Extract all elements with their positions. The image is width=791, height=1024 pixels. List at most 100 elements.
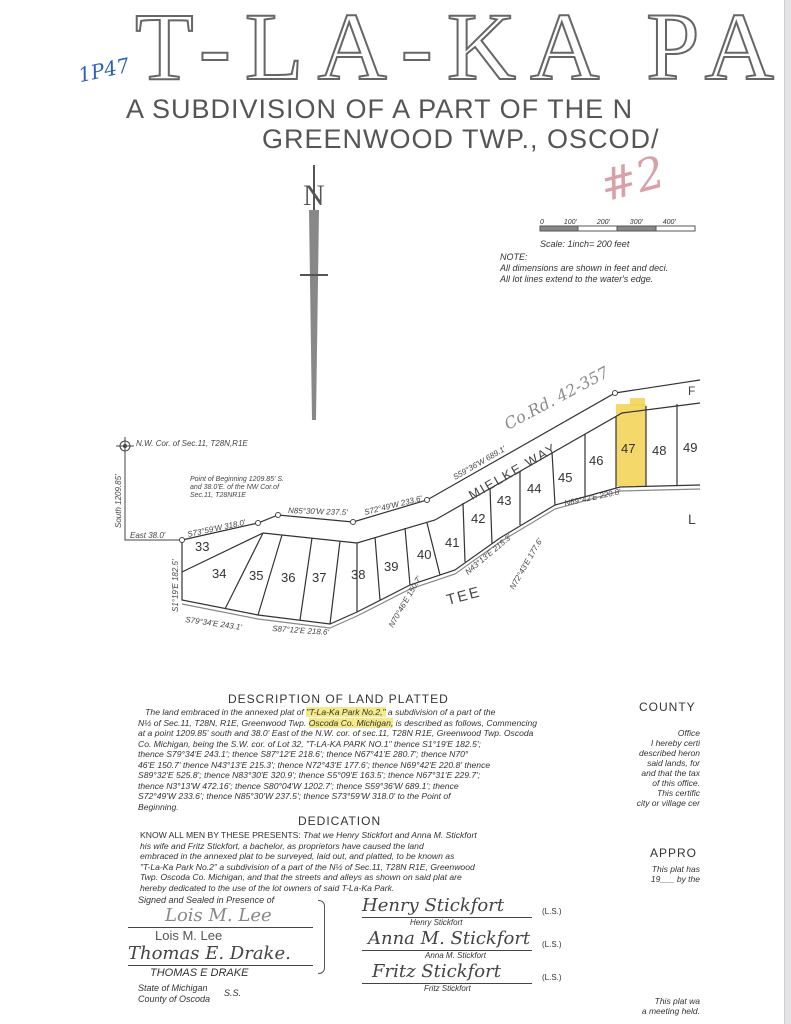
text: "T-La-Ka Park No.2" a subdivision of a p…: [140, 861, 475, 872]
signature-line: [362, 917, 532, 918]
text: of this office.: [652, 778, 700, 788]
edge-label: F: [688, 384, 695, 398]
scale-tick: 200': [596, 219, 610, 226]
signature-henry: Henry Stickfort: [362, 895, 505, 916]
course-label: N70°46'E 150.7': [387, 574, 424, 629]
note: NOTE: All dimensions are shown in feet a…: [500, 252, 668, 285]
lot-40: 40: [417, 547, 431, 562]
dedication-lead: KNOW ALL MEN BY THESE PRESENTS:: [140, 830, 301, 840]
lot-43: 43: [497, 493, 511, 508]
lot-47-highlight-tab: [630, 398, 645, 406]
text: thence S79°34'E 243.1'; thence S87°12'E …: [138, 749, 469, 759]
nw-corner-label: N.W. Cor. of Sec.11, T28N,R1E: [136, 439, 248, 448]
lot-39: 39: [384, 559, 398, 574]
text: his wife and Fritz Stickfort, a bachelor…: [140, 840, 424, 851]
course-label: N43°13'E 215.3': [464, 532, 514, 576]
text: Beginning.: [138, 801, 179, 812]
lot-49: 49: [683, 440, 697, 455]
text: I hereby certi: [650, 738, 700, 748]
text: County of Oscoda: [138, 994, 211, 1004]
text: Co. Michigan, being the S.W. cor. of Lot…: [138, 738, 481, 749]
dedication-text: KNOW ALL MEN BY THESE PRESENTS: That we …: [140, 830, 477, 893]
lot-34: 34: [212, 566, 226, 581]
text: This certific: [657, 788, 700, 798]
signature-line: [128, 927, 313, 928]
signature-fritz: Fritz Stickfort: [372, 961, 501, 982]
footer-right-text: This plat wa a meeting held.: [600, 996, 700, 1016]
signature-line: [362, 983, 532, 984]
printed-name: Anna M. Stickfort: [425, 951, 486, 960]
seal: (L.S.): [542, 907, 562, 916]
text: thence N3°13'W 472.16'; thence S80°04'W …: [138, 780, 459, 791]
course-label: N85°30'W 237.5': [288, 506, 348, 517]
witness-signature-1: Lois M. Lee: [165, 905, 272, 926]
text: city or village cer: [636, 798, 700, 808]
venue: State of Michigan County of Oscoda: [138, 983, 210, 1005]
course-label: S72°49'W 233.6': [363, 494, 423, 517]
plat-title: T-LA-KA PA: [134, 0, 788, 100]
witness-label: Signed and Sealed in Presence of: [138, 895, 275, 905]
seal: (L.S.): [542, 973, 562, 982]
note-line: All lot lines extend to the water's edge…: [500, 274, 654, 284]
lot-47-highlight: [616, 404, 646, 486]
text: Twp. Oscoda Co. Michigan, and that the s…: [140, 872, 462, 882]
note-heading: NOTE:: [500, 252, 528, 262]
highlighted-text: "T-La-Ka Park No.2,": [306, 707, 386, 717]
scale-label: Scale: 1inch= 200 feet: [540, 239, 630, 249]
lot-47: 47: [621, 441, 635, 456]
edge-label: L: [688, 511, 696, 527]
county-text: Office I hereby certi described heron sa…: [608, 728, 700, 808]
course-label: N69°42'E 220.8': [564, 487, 622, 508]
scale-ticks: 0 100' 200' 300' 400': [540, 219, 676, 226]
plat-subtitle-2: GREENWOOD TWP., OSCOD/: [262, 124, 660, 154]
lot-46: 46: [589, 453, 603, 468]
text: That we Henry Stickfort and Anna M. Stic…: [300, 830, 477, 840]
witness-print-2: THOMAS E DRAKE: [150, 967, 249, 979]
text: and that the tax: [641, 768, 700, 778]
signature-anna: Anna M. Stickfort: [368, 928, 531, 949]
course-label: S73°59'W 318.0': [187, 518, 247, 539]
text: embraced in the annexed plat to be surve…: [140, 851, 455, 861]
lot-38: 38: [351, 567, 365, 582]
course-label: S87°12'E 218.6': [272, 624, 330, 637]
text: S72°49'W 233.6'; thence N85°30'W 237.5';…: [138, 791, 451, 801]
text: a meeting held.: [641, 1006, 700, 1016]
signature-line: [362, 950, 532, 951]
lot-44: 44: [527, 481, 541, 496]
highlighted-text: Oscoda Co. Michigan,: [308, 717, 394, 728]
description-heading: DESCRIPTION OF LAND PLATTED: [228, 692, 449, 706]
description-text: The land embraced in the annexed plat of…: [138, 707, 537, 812]
text: a subdivision of a part of the: [385, 707, 496, 717]
scale-bar: [539, 225, 696, 232]
survey-monuments: [179, 390, 618, 543]
point-of-beginning-label: Point of Beginning 1209.85' S. and 38.0'…: [190, 476, 284, 499]
north-arrow-icon: N: [300, 165, 328, 420]
text: described heron: [639, 748, 700, 758]
text: This plat wa: [654, 996, 700, 1006]
seal: (L.S.): [542, 940, 562, 949]
lot-36: 36: [281, 570, 295, 585]
water-label: TEE: [445, 583, 483, 609]
text: at a point 1209.85' south and 38.0' East…: [138, 728, 534, 738]
text: 46'E 150.7' thence N43°13'E 215.3'; then…: [138, 759, 491, 770]
lot-41: 41: [445, 535, 459, 550]
approval-heading: APPRO: [650, 846, 698, 860]
south-call: South 1209.85': [114, 474, 123, 528]
text: said lands, for: [647, 758, 700, 768]
scale-tick: 300': [629, 219, 643, 226]
venue-ss: S.S.: [224, 988, 242, 998]
signature-line: [128, 965, 313, 966]
text: N½ of Sec.11, T28N, R1E, Greenwood Twp.: [138, 717, 309, 728]
brace: [318, 900, 325, 974]
text: State of Michigan: [138, 983, 208, 993]
lot-45: 45: [558, 470, 572, 485]
text: This plat has: [651, 864, 700, 874]
text: hereby dedicated to the use of the lot o…: [140, 882, 395, 893]
east-call: East 38.0': [130, 531, 166, 540]
nw-corner-monument-icon: [116, 437, 182, 541]
lot-35: 35: [249, 568, 263, 583]
witness-print-1: Lois M. Lee: [155, 928, 223, 943]
plat-map: N N.W. Cor. of Sec.11, T28N,R1E South 12…: [114, 165, 701, 637]
scale-tick: 400': [662, 219, 676, 226]
scan-edge: [784, 0, 791, 1024]
